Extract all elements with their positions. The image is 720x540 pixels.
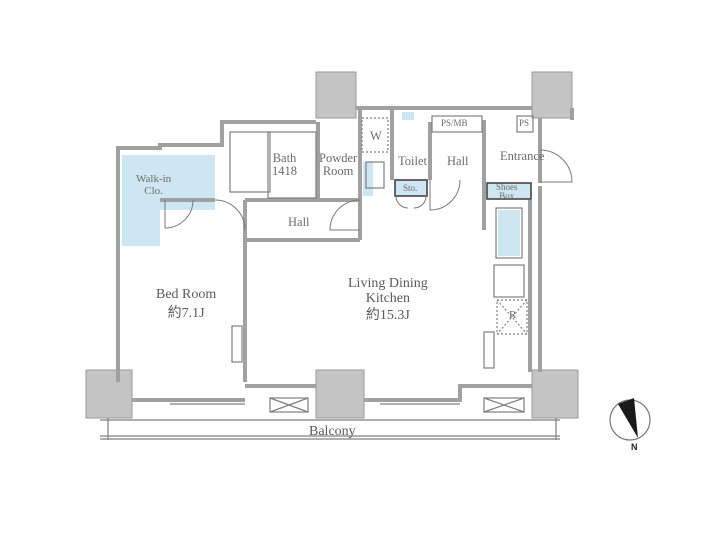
washer-label: W	[370, 129, 382, 143]
powder-room-label: Powder Room	[319, 151, 358, 179]
shoes-box-label: Shoes Box	[496, 182, 518, 202]
refrigerator-label: R	[509, 309, 517, 321]
storage-fills	[122, 112, 531, 256]
walk-in-closet-label: Walk-in Clo.	[136, 173, 172, 197]
ps-label: PS	[519, 118, 530, 128]
ldk-label: Living Dining Kitchen 約15.3J	[348, 276, 428, 324]
walls	[116, 106, 574, 402]
bed-room-label: Bed Room 約7.1J	[156, 287, 217, 321]
north-arrow-compass	[609, 398, 651, 441]
compass-north-label: N	[631, 442, 638, 452]
balcony-label: Balcony	[309, 424, 356, 439]
bath-label: Bath 1418	[272, 151, 297, 179]
hall-lower-label: Hall	[288, 215, 310, 229]
ps-mb-label: PS/MB	[441, 118, 468, 128]
structural-columns	[85, 71, 579, 419]
toilet-label: Toilet	[398, 154, 427, 168]
hall-upper-label: Hall	[447, 154, 469, 168]
storage-label: Sto.	[403, 183, 418, 193]
entrance-label: Entrance	[500, 149, 545, 163]
interior-lines	[100, 115, 560, 440]
door-swings	[164, 149, 573, 231]
